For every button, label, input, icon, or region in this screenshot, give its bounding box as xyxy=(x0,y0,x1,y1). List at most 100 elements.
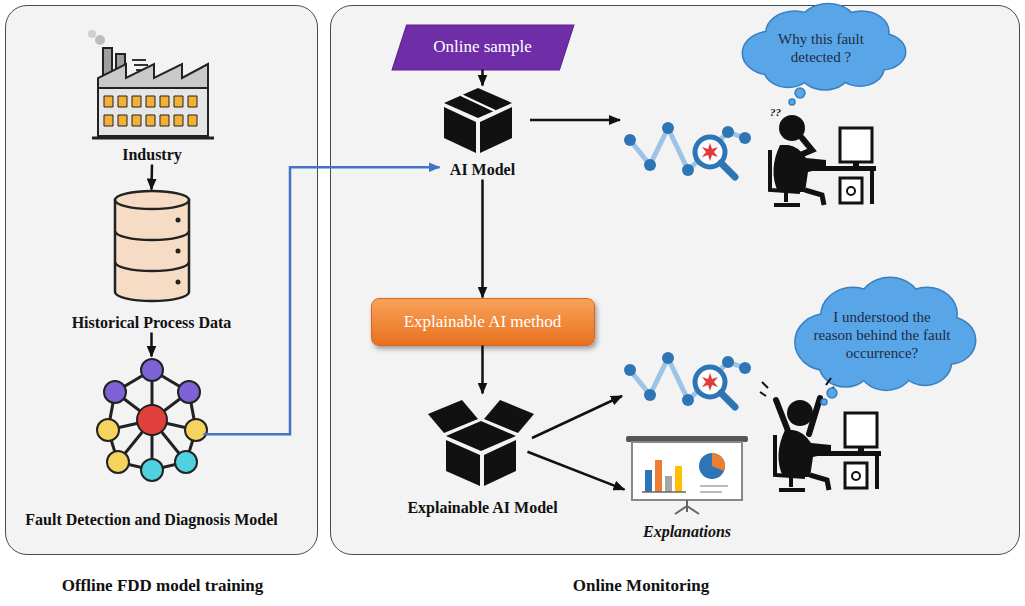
input-parallelogram: Online sample xyxy=(392,25,574,70)
bubble-text: I understood the reason behind the fault… xyxy=(812,308,952,362)
body xyxy=(778,430,831,477)
network-node xyxy=(178,381,200,403)
bubble-tail xyxy=(821,399,827,405)
arrow-to-chart xyxy=(532,396,622,438)
network-icon xyxy=(97,359,207,481)
database-top xyxy=(115,191,189,209)
black-box-icon xyxy=(444,88,512,153)
speech-bubble: Why this fault detected ? xyxy=(738,8,905,88)
bubble-tail xyxy=(795,88,805,98)
cloud-outline xyxy=(738,8,905,88)
smoke xyxy=(95,35,105,45)
database-dividers xyxy=(115,231,189,271)
cloud-lobe-edge xyxy=(778,15,865,80)
bar xyxy=(645,470,652,492)
bubble-tail xyxy=(827,388,837,398)
cube-top xyxy=(444,88,512,118)
presentation-icon xyxy=(626,436,748,514)
icon-node: Industry xyxy=(95,38,210,165)
flow-arrow xyxy=(150,333,153,357)
database-icon xyxy=(115,191,189,301)
bar xyxy=(665,476,672,492)
box-right xyxy=(484,440,516,486)
legs xyxy=(805,190,824,205)
cube-right xyxy=(480,107,512,153)
head xyxy=(779,115,805,141)
line-chart-icon xyxy=(624,352,751,407)
board-text-lines xyxy=(700,486,728,492)
cube-tape xyxy=(461,95,495,111)
bubble-tail xyxy=(789,99,795,105)
network-node xyxy=(107,451,129,473)
icon-node: Historical Process Data xyxy=(112,190,192,333)
factory-icon xyxy=(88,30,214,138)
database-dot xyxy=(176,218,181,223)
icon-node: Explainable AI Model xyxy=(438,394,528,518)
panel-caption: Online Monitoring xyxy=(331,576,951,596)
happy-person xyxy=(760,378,834,490)
process-box: Explainable AI method xyxy=(371,298,595,346)
box-left xyxy=(446,440,480,486)
flow-arrow xyxy=(481,346,484,394)
legs xyxy=(810,475,829,490)
icon-label: AI Model xyxy=(418,160,548,180)
network-node xyxy=(104,381,126,403)
network-node xyxy=(137,405,167,435)
icon-label: Fault Detection and Diagnosis Model xyxy=(17,510,287,530)
puzzled-person xyxy=(773,115,826,205)
line-chart-icon xyxy=(624,122,751,177)
stage-panel: Online MonitoringOnline sampleWhy this f… xyxy=(330,5,1020,555)
icon-node: Explanations xyxy=(625,436,750,542)
speech-bubble: I understood the reason behind the fault… xyxy=(790,283,975,388)
body xyxy=(773,145,826,192)
icon-label: Industry xyxy=(77,145,227,165)
motion-lines xyxy=(760,378,834,396)
flow-arrow xyxy=(481,70,484,86)
box-flap xyxy=(484,400,534,433)
database-dot xyxy=(176,280,181,285)
icon-label: Explainable AI Model xyxy=(383,498,583,518)
bubble-text: Why this fault detected ? xyxy=(761,30,881,66)
network-node xyxy=(141,459,163,481)
pie xyxy=(699,453,725,479)
flow-arrow xyxy=(481,180,484,298)
parallelogram-shape xyxy=(392,25,574,70)
board xyxy=(632,442,742,500)
bar-axis xyxy=(642,491,686,493)
head xyxy=(787,400,813,426)
box-text: Online sample xyxy=(433,37,532,57)
flow-arrow xyxy=(204,167,440,434)
chimney xyxy=(116,54,125,88)
sawtooth-roof xyxy=(98,64,208,90)
box-inside xyxy=(446,421,516,451)
database-body xyxy=(115,200,189,301)
flow-arrow xyxy=(528,452,625,490)
bar xyxy=(675,466,682,492)
arm xyxy=(798,138,812,156)
factory-body xyxy=(98,88,208,136)
workstation-icon xyxy=(770,128,876,205)
factory-windows xyxy=(104,96,197,126)
icon-label: Historical Process Data xyxy=(32,313,272,333)
network-node xyxy=(185,419,207,441)
network-node xyxy=(175,451,197,473)
ground-line xyxy=(92,137,214,140)
board-bar xyxy=(626,436,748,442)
smoke-lines xyxy=(132,60,150,70)
icon-node: AI Model xyxy=(440,86,526,180)
smoke xyxy=(88,30,96,38)
panel-caption: Offline FDD model training xyxy=(6,576,319,596)
icon-label: Explanations xyxy=(617,522,757,542)
chimney xyxy=(103,48,112,88)
cube-left xyxy=(444,107,476,153)
raised-arms xyxy=(776,398,820,436)
board-stand xyxy=(675,500,699,514)
flow-arrow xyxy=(150,165,153,190)
stage-panel: Offline FDD model trainingIndustryHistor… xyxy=(5,5,318,555)
pie-slice xyxy=(712,453,725,471)
cloud-lobe xyxy=(778,15,865,80)
bar xyxy=(655,460,662,492)
open-box-icon xyxy=(428,400,534,486)
network-node xyxy=(141,359,163,381)
